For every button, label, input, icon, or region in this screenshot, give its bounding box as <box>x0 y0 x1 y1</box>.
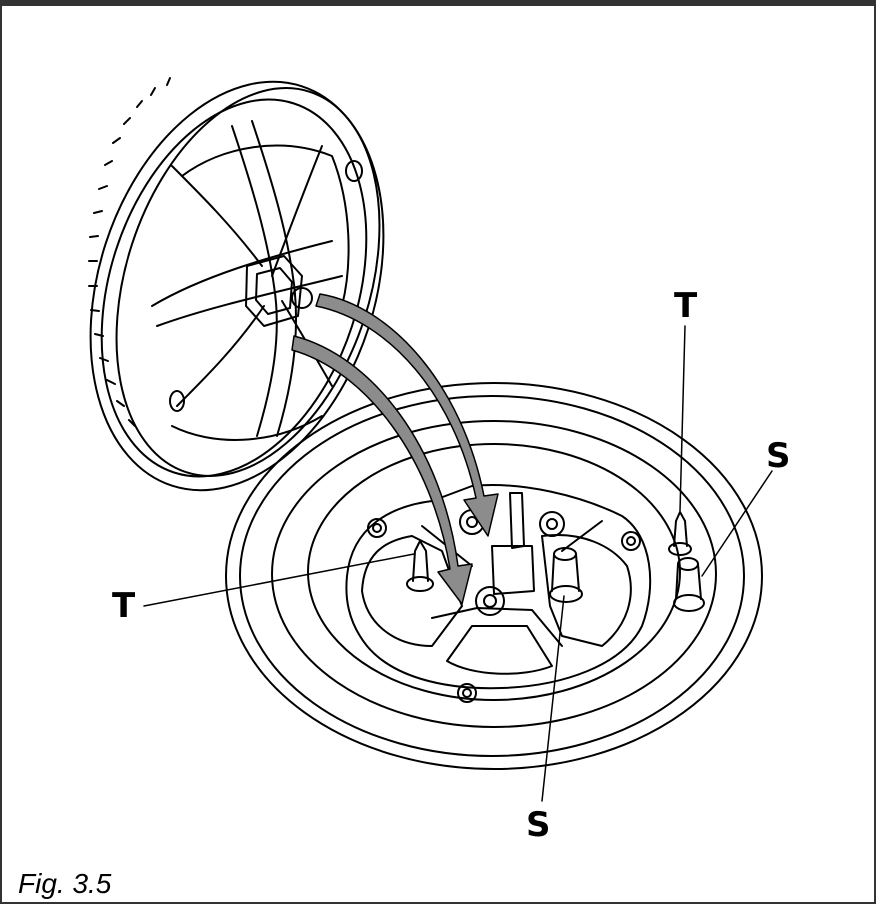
leader-lines <box>143 325 773 802</box>
support-post-icon <box>549 547 705 612</box>
callout-t-right: T <box>674 286 698 326</box>
fan-wheel-icon <box>88 77 385 492</box>
guide-pin-icon <box>406 511 692 592</box>
figure-caption: Fig. 3.5 <box>18 868 112 899</box>
callout-s-right: S <box>766 436 791 476</box>
callout-s-bottom: S <box>526 805 551 845</box>
assembly-illustration <box>88 77 773 802</box>
callout-t-left: T <box>112 586 136 626</box>
insertion-arrow-icon <box>291 293 499 605</box>
